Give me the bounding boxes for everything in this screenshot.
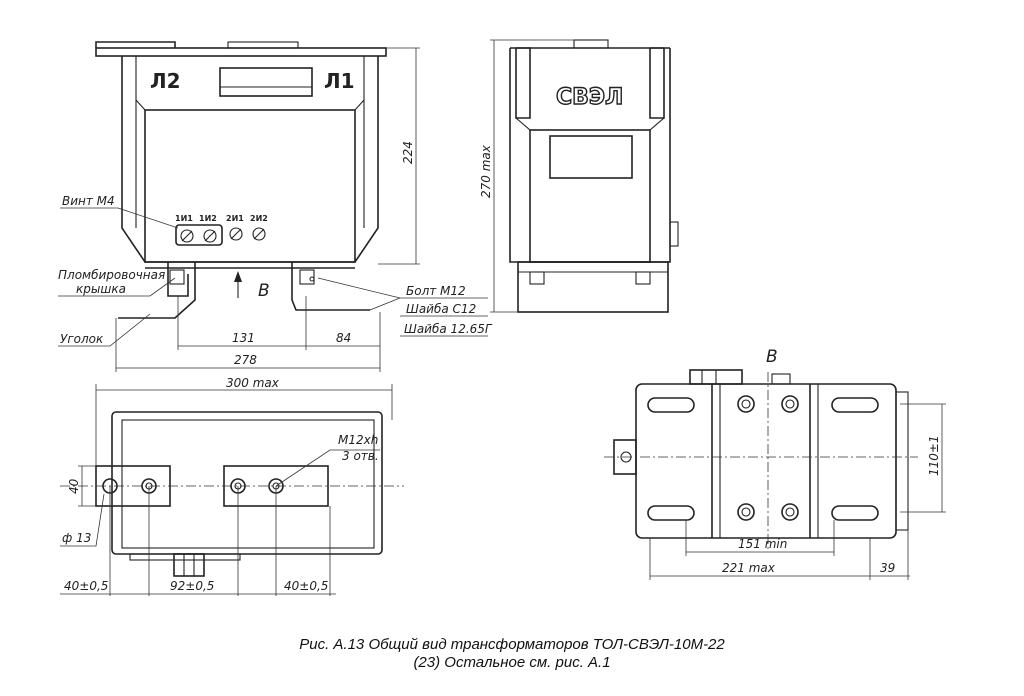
dim-40-05-b: 40±0,5 — [284, 579, 328, 593]
dim-270max: 270 max — [479, 144, 493, 198]
dim-39: 39 — [880, 561, 895, 575]
technical-drawing: Л2 Л1 1И1 1И2 2И1 2И2 В Винт М4 Пломбиро… — [58, 39, 946, 596]
dim-110: 110±1 — [927, 435, 941, 476]
front-view: Л2 Л1 1И1 1И2 2И1 2И2 В Винт М4 Пломбиро… — [58, 41, 493, 372]
dim-151min: 151 min — [738, 537, 787, 551]
callout-washer1: Шайба С12 — [406, 302, 476, 316]
dim-221max: 221 max — [722, 561, 776, 575]
dim-278: 278 — [234, 353, 257, 367]
terminal-1i2-label: 1И2 — [199, 214, 217, 223]
callout-angle: Уголок — [60, 332, 104, 346]
callout-holes-1: М12хh — [338, 433, 378, 447]
view-b-arrow-label: В — [258, 281, 270, 301]
marking-l1: Л1 — [324, 69, 355, 93]
side-view: СВЭЛ 270 max — [479, 39, 679, 313]
terminal-2i2-label: 2И2 — [250, 214, 268, 223]
callout-washer2: Шайба 12.65Г — [404, 322, 493, 336]
dim-40-05-a: 40±0,5 — [64, 579, 108, 593]
view-b: В 110±1 151 min — [604, 347, 946, 580]
marking-l2: Л2 — [150, 69, 181, 93]
dim-131: 131 — [232, 331, 255, 345]
view-b-title: В — [766, 347, 778, 367]
terminal-2i1-label: 2И1 — [226, 214, 244, 223]
dim-92-05: 92±0,5 — [170, 579, 214, 593]
dim-84: 84 — [336, 331, 351, 345]
caption-line-1: Рис. А.13 Общий вид трансформаторов ТОЛ-… — [299, 636, 725, 653]
dim-40: 40 — [67, 478, 81, 494]
callout-holes-2: 3 отв. — [342, 449, 379, 463]
callout-seal-cover-1: Пломбировочная — [58, 268, 165, 282]
brand-logo: СВЭЛ — [556, 85, 623, 110]
figure-caption: Рис. А.13 Общий вид трансформаторов ТОЛ-… — [0, 636, 1024, 672]
dim-224: 224 — [401, 141, 415, 164]
callout-bolt: Болт М12 — [406, 284, 466, 298]
terminal-1i1-label: 1И1 — [175, 214, 193, 223]
caption-line-2: (23) Остальное см. рис. А.1 — [413, 654, 611, 671]
dim-phi13: ф 13 — [62, 531, 91, 545]
callout-screw: Винт М4 — [62, 194, 115, 208]
top-view: 300 max М12хh 3 отв. 40 — [60, 376, 404, 596]
dim-300max: 300 max — [226, 376, 280, 390]
callout-seal-cover-2: крышка — [76, 282, 126, 296]
